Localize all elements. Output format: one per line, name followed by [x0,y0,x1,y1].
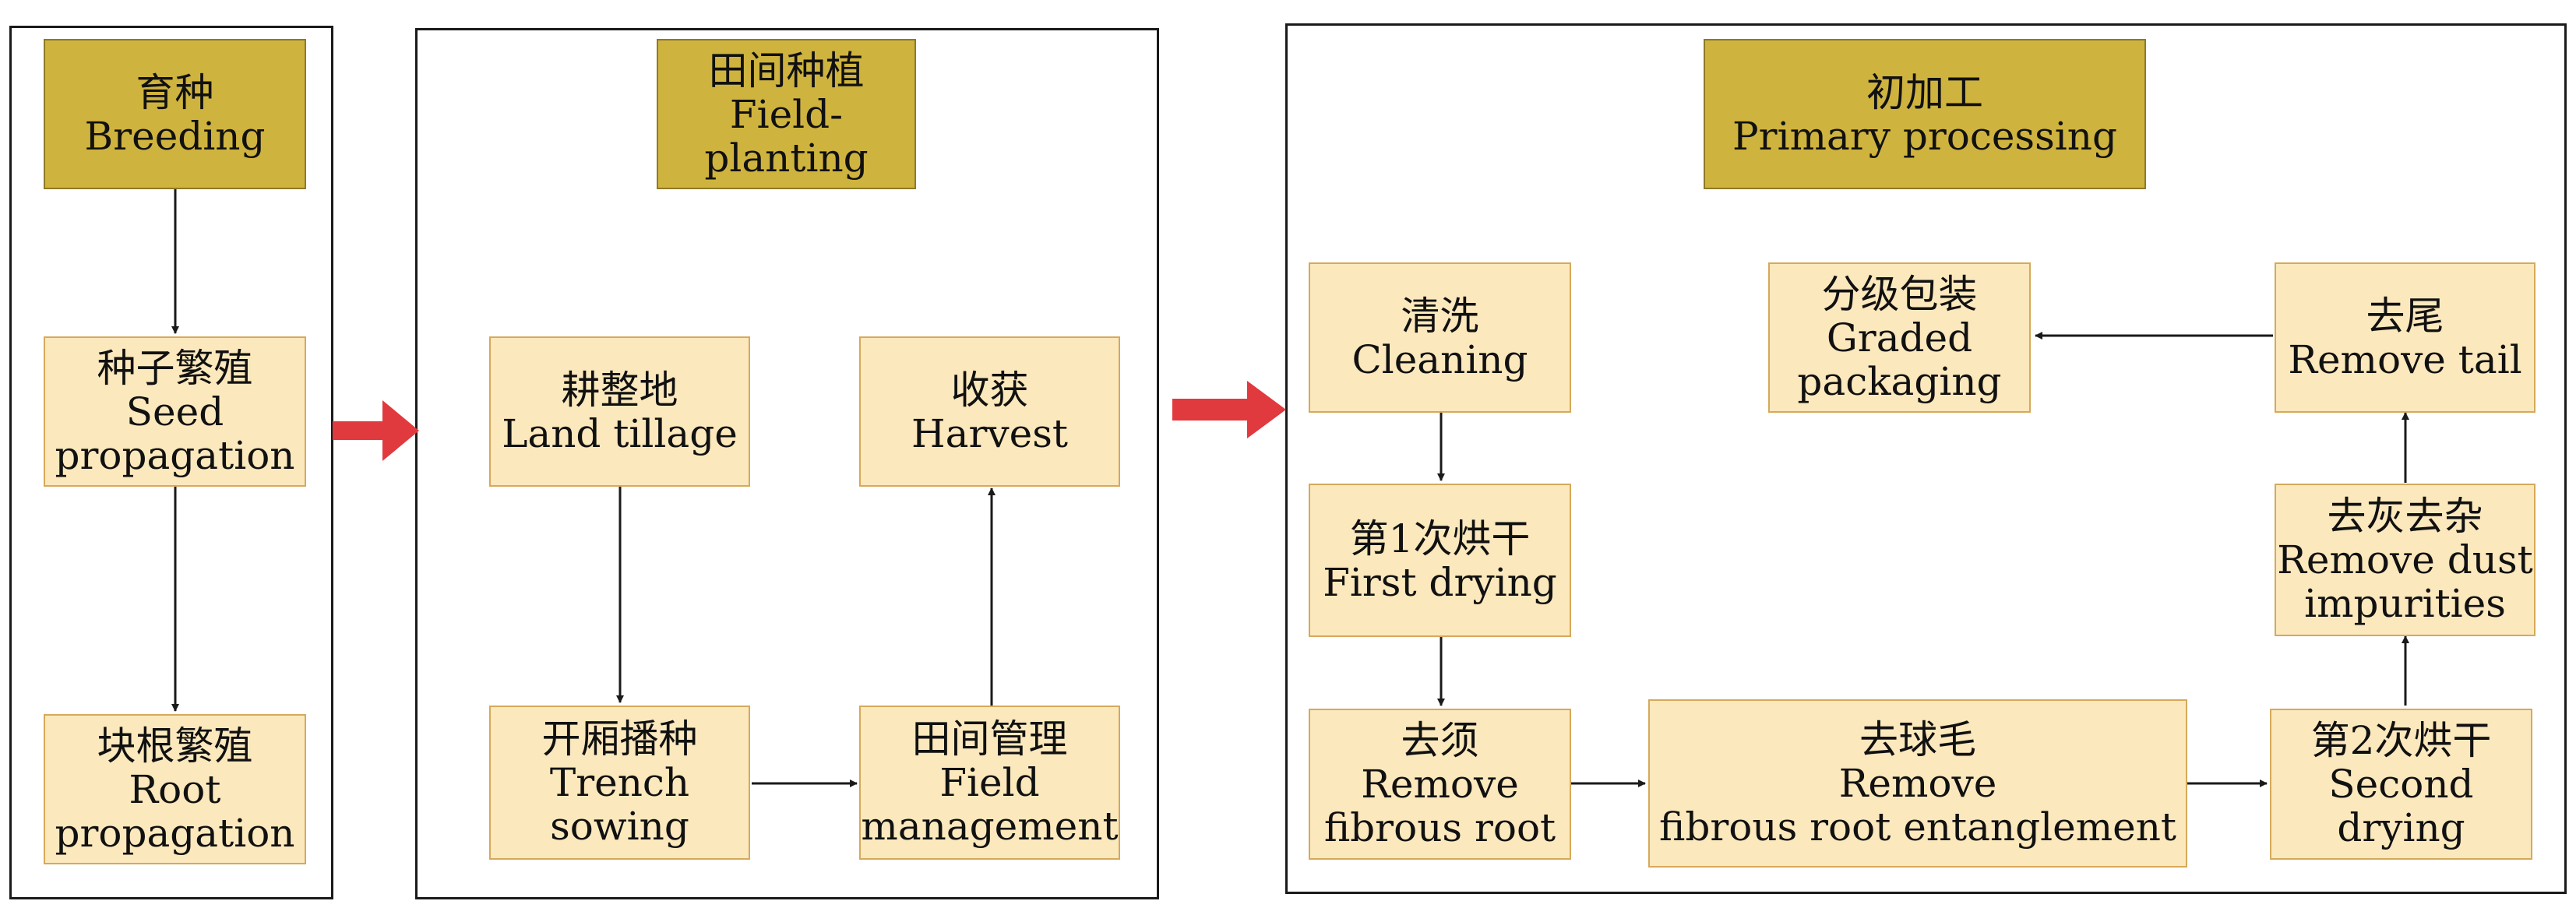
field-planting-header-zh: 田间种植 [708,48,865,93]
first-drying-box: 第1次烘干 First drying [1309,484,1571,637]
remove-tail-en: Remove tail [2288,336,2522,382]
field-management-en1: Field [939,760,1040,805]
root-propagation-en1: Root [129,766,221,812]
remove-tail-zh: 去尾 [2366,293,2444,339]
land-tillage-box: 耕整地 Land tillage [489,336,750,487]
trench-sowing-en2: sowing [550,804,689,849]
remove-dust-box: 去灰去杂 Remove dust impurities [2275,484,2535,636]
cleaning-zh: 清洗 [1401,293,1479,339]
trench-sowing-en1: Trench [549,760,690,805]
remove-entanglement-en1: Remove [1838,761,1997,806]
red-arrow-2 [1172,381,1286,438]
field-management-zh: 田间管理 [911,716,1068,762]
red-arrow-1 [333,400,419,461]
field-planting-header-en2: planting [704,135,869,181]
remove-dust-zh: 去灰去杂 [2327,494,2483,539]
field-planting-header-en1: Field- [729,91,844,137]
primary-processing-header-en: Primary processing [1732,113,2117,159]
first-drying-zh: 第1次烘干 [1349,516,1531,561]
land-tillage-en: Land tillage [502,410,738,456]
remove-fibrous-root-zh: 去须 [1401,718,1479,763]
second-drying-en2: drying [2337,805,2465,850]
remove-fibrous-root-en1: Remove [1361,762,1519,807]
trench-sowing-box: 开厢播种 Trench sowing [489,706,750,860]
remove-entanglement-box: 去球毛 Remove fibrous root entanglement [1648,699,2187,868]
second-drying-en1: Second [2328,762,2474,807]
harvest-zh: 收获 [950,367,1029,413]
primary-processing-header: 初加工 Primary processing [1704,39,2146,189]
second-drying-box: 第2次烘干 Second drying [2270,709,2532,860]
harvest-box: 收获 Harvest [859,336,1120,487]
remove-fibrous-root-en2: fibrous root [1323,805,1556,850]
remove-dust-en2: impurities [2304,581,2506,626]
cleaning-en: Cleaning [1351,336,1528,382]
second-drying-zh: 第2次烘干 [2310,718,2492,763]
harvest-en: Harvest [911,410,1068,456]
breeding-header-en: Breeding [84,113,266,159]
graded-packaging-box: 分级包装 Graded packaging [1768,262,2031,413]
breeding-header-zh: 育种 [136,69,214,115]
seed-propagation-en2: propagation [55,432,295,478]
land-tillage-zh: 耕整地 [561,367,678,413]
remove-tail-box: 去尾 Remove tail [2275,262,2535,413]
remove-entanglement-zh: 去球毛 [1859,717,1976,762]
field-planting-header: 田间种植 Field- planting [657,39,916,189]
graded-packaging-en2: packaging [1797,358,2002,404]
seed-propagation-box: 种子繁殖 Seed propagation [44,336,306,487]
field-management-box: 田间管理 Field management [859,706,1120,860]
first-drying-en: First drying [1323,559,1557,605]
primary-processing-header-zh: 初加工 [1866,69,1983,115]
graded-packaging-en1: Graded [1826,315,1973,361]
seed-propagation-zh: 种子繁殖 [97,345,253,391]
breeding-header: 育种 Breeding [44,39,306,189]
seed-propagation-en1: Seed [125,389,224,435]
cleaning-box: 清洗 Cleaning [1309,262,1571,413]
root-propagation-zh: 块根繁殖 [97,723,253,769]
remove-fibrous-root-box: 去须 Remove fibrous root [1309,709,1571,860]
graded-packaging-zh: 分级包装 [1821,271,1978,317]
remove-entanglement-en2: fibrous root entanglement [1659,804,2176,850]
field-management-en2: management [861,804,1119,849]
root-propagation-en2: propagation [55,810,295,856]
remove-dust-en1: Remove dust [2277,537,2533,582]
root-propagation-box: 块根繁殖 Root propagation [44,714,306,864]
trench-sowing-zh: 开厢播种 [541,716,698,762]
